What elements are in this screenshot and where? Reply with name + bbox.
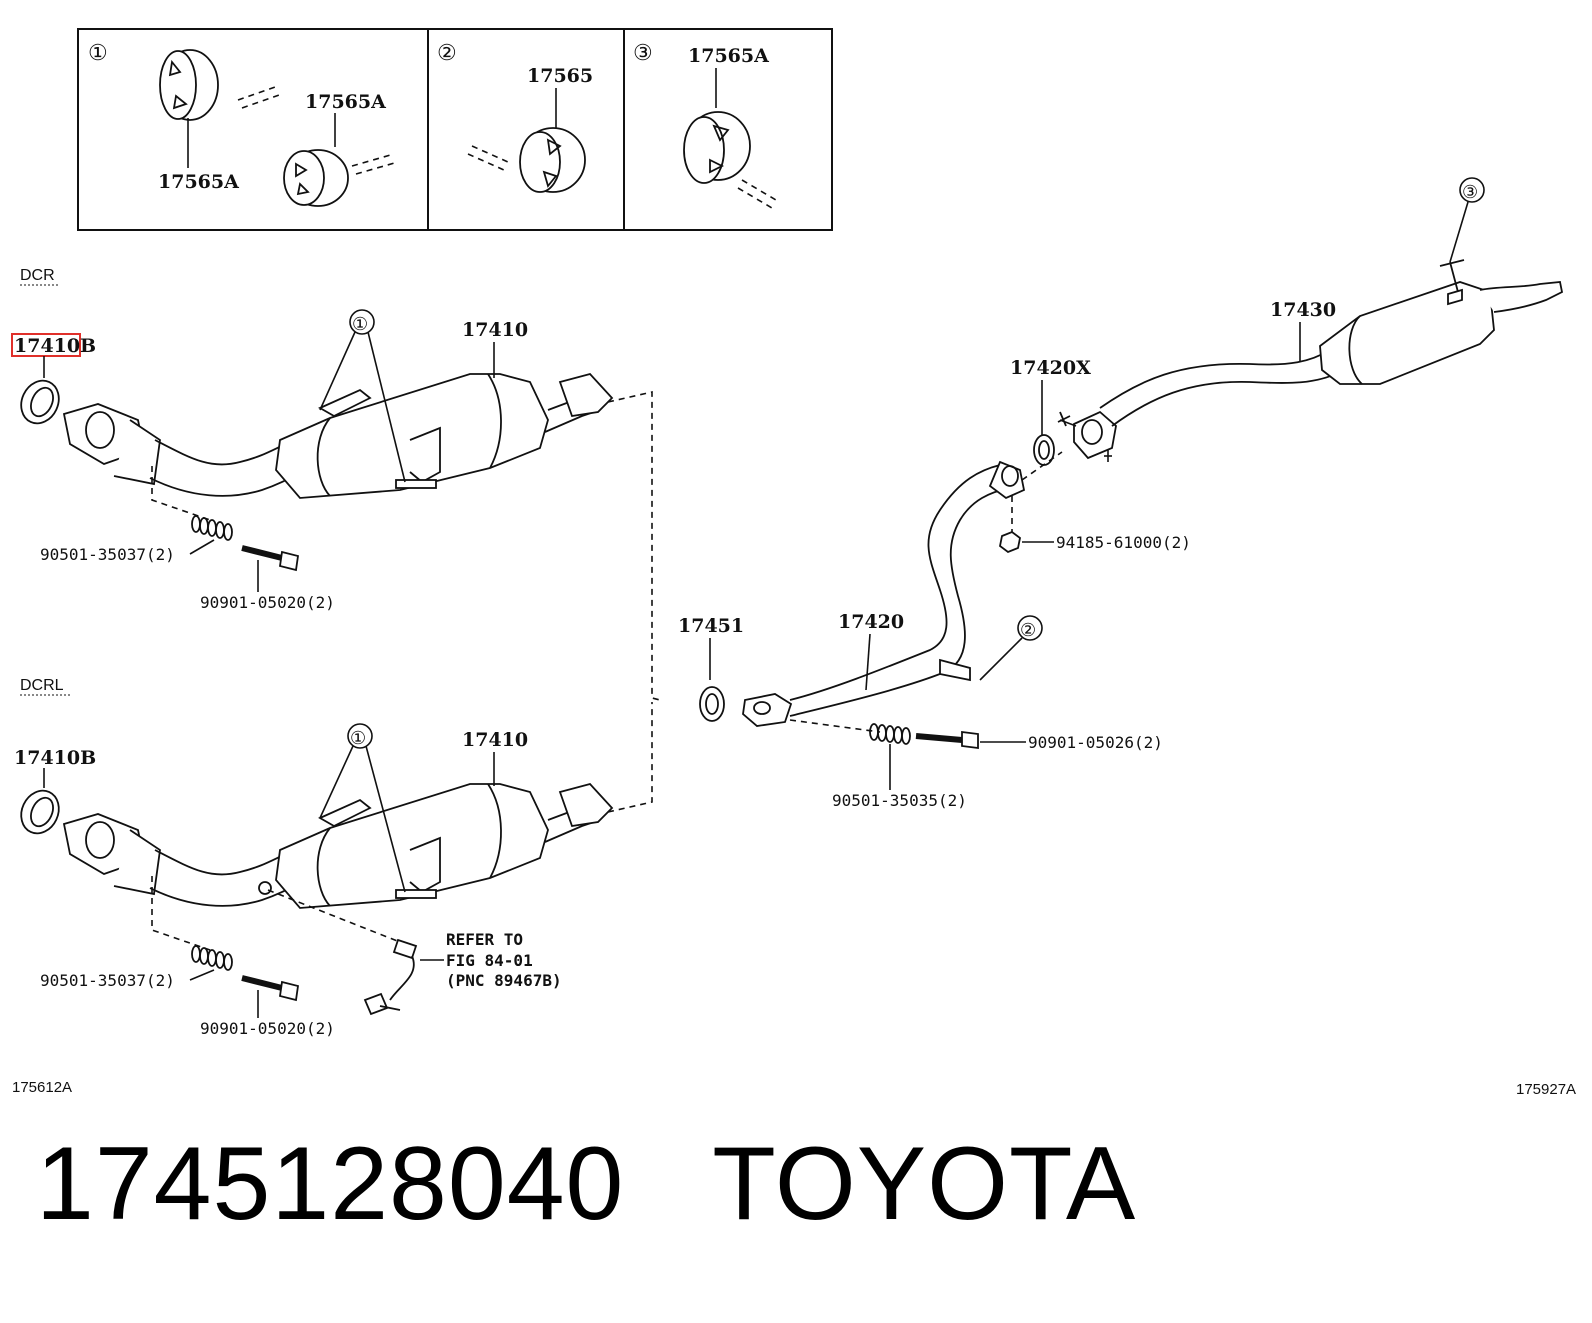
part-90901-05020-bottom: 90901-05020(2) [200, 1019, 335, 1038]
inset-label-17565a-1: 17565A [158, 171, 239, 193]
callout-2: ② [1020, 620, 1036, 641]
part-90901-05020-top: 90901-05020(2) [200, 593, 335, 612]
center-pipe [742, 460, 1026, 727]
refer-line-3: (PNC 89467B) [446, 971, 562, 990]
mount-rubber-icon [159, 49, 219, 121]
part-90901-05026: 90901-05026(2) [1028, 733, 1163, 752]
callout-1-top: ① [352, 314, 368, 335]
part-90501-35035: 90501-35035(2) [832, 791, 967, 810]
callout-1-bottom: ① [350, 728, 366, 749]
footer-brand: TOYOTA [712, 1126, 1137, 1242]
footer-title: 1745128040 TOYOTA [36, 1125, 1136, 1244]
section-dcr-label: DCR [20, 267, 55, 284]
part-17410b-bottom: 17410B [14, 747, 96, 769]
mount-rubber-icon [683, 111, 751, 184]
part-17430: 17430 [1270, 299, 1336, 321]
spring-icon [869, 723, 911, 745]
part-17420x: 17420X [1010, 357, 1091, 379]
gasket-17420x [1033, 434, 1055, 466]
bolt-icon [915, 730, 979, 750]
bolt-icon [241, 975, 300, 1002]
inset-label-17565: 17565 [527, 65, 593, 87]
part-17410b-highlight: 17410 [14, 335, 80, 357]
part-17420: 17420 [838, 611, 904, 633]
inset-panel-2-number: ② [437, 41, 457, 66]
inset-label-17565a-3: 17565A [688, 45, 769, 67]
figure-code-right: 175927A [1516, 1081, 1576, 1098]
part-17410b-suffix: B [80, 335, 96, 357]
part-17410-bottom: 17410 [462, 729, 528, 751]
gasket-17451 [699, 686, 725, 722]
part-17410-top: 17410 [462, 319, 528, 341]
inset-panel-3-number: ③ [633, 41, 653, 66]
part-90501-35037-top: 90501-35037(2) [40, 545, 175, 564]
inset-box: ① 17565A 17565A ② 17565 ③ 17565A [77, 28, 833, 231]
section-dcrl-label: DCRL [20, 677, 64, 694]
part-17451: 17451 [678, 615, 744, 637]
spring-icon [191, 515, 233, 541]
inset-label-17565a-2: 17565A [305, 91, 386, 113]
footer-part-number: 1745128040 [36, 1126, 625, 1242]
mount-rubber-icon [519, 127, 586, 193]
gasket-17410b-top [20, 379, 60, 425]
part-90501-35037-bottom: 90501-35037(2) [40, 971, 175, 990]
inset-panel-1-number: ① [88, 41, 108, 66]
mount-rubber-icon [283, 149, 349, 207]
spring-icon [191, 945, 233, 971]
refer-line-1: REFER TO [446, 930, 523, 949]
muffler-assembly [1057, 259, 1564, 462]
converter-assembly-top [62, 372, 614, 499]
converter-assembly-bottom [62, 782, 614, 909]
nut-icon [999, 530, 1021, 554]
refer-line-2: FIG 84-01 [446, 951, 533, 970]
oxygen-sensor-icon [363, 938, 418, 1016]
part-94185-61000: 94185-61000(2) [1056, 533, 1191, 552]
gasket-17410b-bottom [20, 789, 60, 835]
figure-code-left: 175612A [12, 1079, 72, 1096]
bolt-icon [241, 545, 300, 572]
highlight-box [11, 333, 81, 357]
callout-3: ③ [1462, 182, 1478, 203]
